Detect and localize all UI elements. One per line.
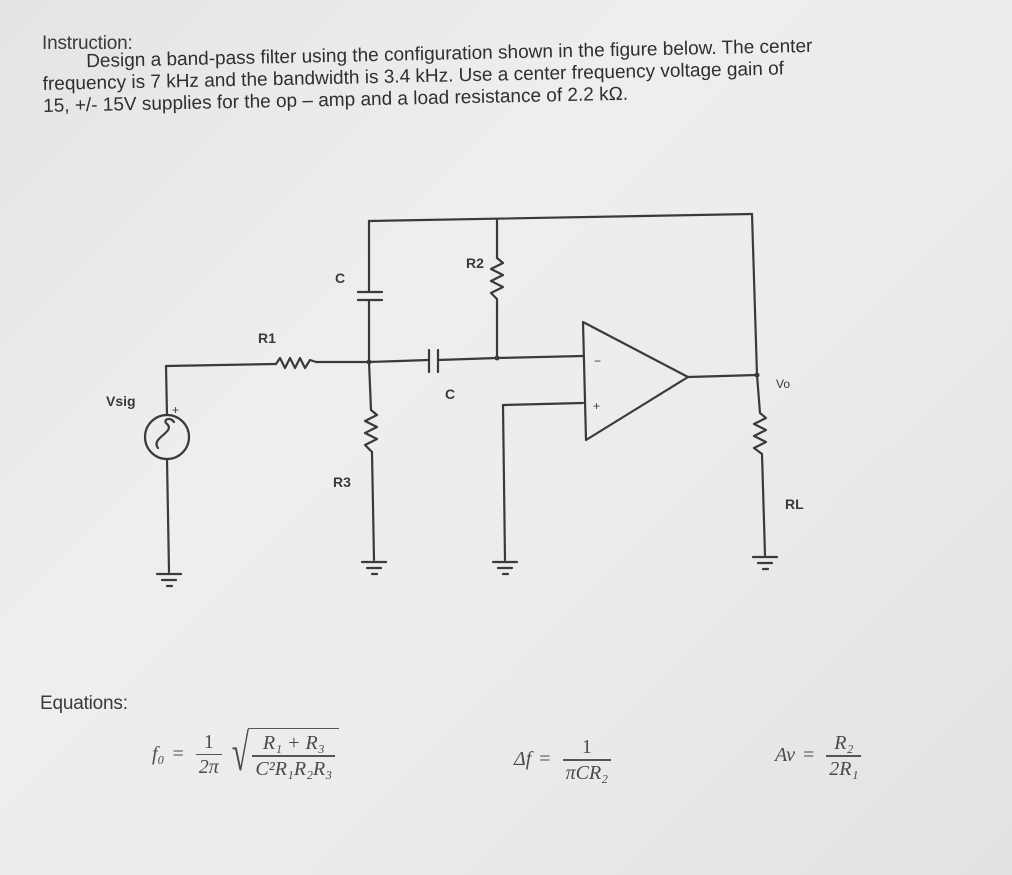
label-vo: Vo bbox=[776, 377, 790, 391]
resistor-r1 bbox=[274, 356, 371, 370]
capacitor-c-top bbox=[356, 219, 384, 364]
resistor-rl bbox=[752, 373, 768, 557]
label-opamp-minus: − bbox=[594, 354, 601, 368]
df-den: πCR₂ bbox=[565, 761, 609, 784]
source-wire-top bbox=[164, 364, 169, 417]
capacitor-c-series bbox=[367, 348, 499, 374]
radical-sign-icon: √ bbox=[231, 725, 249, 782]
square-root: √ R₁ + R₃ C²R₁R₂R₃ bbox=[226, 725, 340, 782]
df-num: 1 bbox=[581, 736, 592, 758]
label-r2: R2 bbox=[466, 255, 484, 271]
f0-coef-den: 2π bbox=[198, 756, 219, 778]
output-wire bbox=[686, 373, 759, 379]
f0-coef-num: 1 bbox=[203, 730, 214, 753]
f0-equals: = bbox=[172, 742, 184, 765]
resistor-r2 bbox=[489, 217, 505, 358]
op-amp-symbol bbox=[581, 320, 690, 442]
label-source-plus: + bbox=[172, 403, 179, 417]
av-fraction: R₂ 2R₁ bbox=[826, 731, 862, 781]
radicand: R₁ + R₃ C²R₁R₂R₃ bbox=[248, 728, 340, 781]
av-den: 2R₁ bbox=[829, 757, 859, 780]
ac-source-icon bbox=[143, 413, 191, 461]
ground-icon-opamp bbox=[491, 560, 519, 576]
f0-radicand-den: C²R₁R₂R₃ bbox=[255, 757, 333, 780]
ground-icon-rl bbox=[751, 555, 779, 571]
band-pass-filter-schematic: C R2 R1 C R3 bbox=[106, 212, 804, 588]
non-inverting-input-wire bbox=[501, 401, 585, 562]
fraction-bar bbox=[826, 755, 862, 757]
equation-voltage-gain: Av = R₂ 2R₁ bbox=[775, 731, 865, 781]
ground-icon-source bbox=[155, 572, 183, 588]
fraction-bar bbox=[195, 753, 222, 755]
instruction-heading: Instruction: bbox=[42, 33, 133, 54]
fraction-bar bbox=[252, 755, 336, 757]
av-lhs: Av bbox=[775, 744, 795, 767]
df-lhs: Δf bbox=[514, 748, 532, 771]
input-wire bbox=[164, 362, 278, 368]
df-fraction: 1 πCR₂ bbox=[562, 735, 612, 785]
f0-radicand-num: R₁ + R₃ bbox=[262, 732, 325, 754]
source-wire-bottom bbox=[165, 457, 171, 574]
label-r3: R3 bbox=[333, 474, 351, 490]
df-equals: = bbox=[539, 748, 551, 771]
av-equals: = bbox=[803, 744, 815, 767]
fraction-bar bbox=[562, 759, 612, 761]
equation-bandwidth: Δf = 1 πCR₂ bbox=[514, 735, 615, 785]
feedback-wire-right bbox=[750, 212, 759, 377]
label-vsig: Vsig bbox=[106, 393, 136, 409]
feedback-wire-top bbox=[367, 212, 754, 223]
av-num: R₂ bbox=[834, 732, 854, 754]
equation-center-frequency: f₀ = 1 2π √ R₁ + R₃ C²R₁R₂R₃ bbox=[152, 725, 340, 782]
label-opamp-plus: + bbox=[593, 399, 600, 413]
inverting-input-wire bbox=[495, 354, 585, 360]
f0-coefficient: 1 2π bbox=[195, 730, 222, 780]
f0-lhs: f₀ bbox=[152, 742, 165, 765]
label-c-top: C bbox=[335, 270, 345, 286]
label-c-series: C bbox=[445, 386, 455, 402]
label-rl: RL bbox=[785, 496, 804, 512]
ground-icon-r3 bbox=[360, 560, 388, 576]
equations-heading: Equations: bbox=[40, 693, 128, 714]
label-r1: R1 bbox=[258, 330, 276, 346]
resistor-r3 bbox=[363, 360, 379, 562]
